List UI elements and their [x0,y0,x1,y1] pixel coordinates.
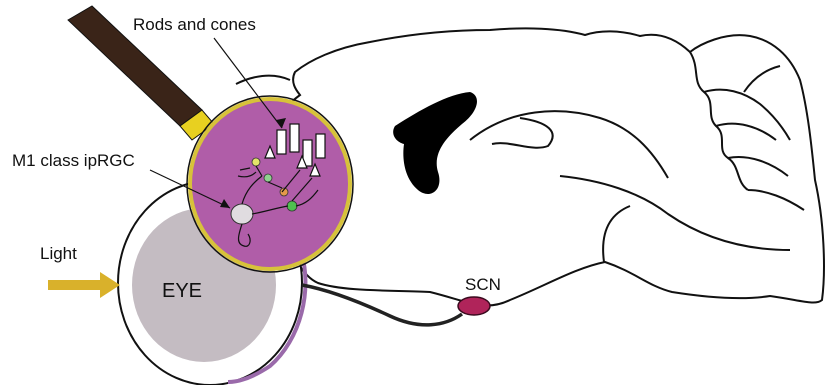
light-arrow [48,272,120,298]
eye-label: EYE [162,280,202,302]
pons-curve [603,206,630,262]
ipRGC-soma [231,204,253,224]
scn-nucleus [458,297,490,315]
rods-and-cones-label: Rods and cones [133,15,256,34]
bipolar-cell-green [264,174,272,182]
lateral-ventricle [393,92,477,194]
rod-2 [290,124,299,152]
hippocampus-curve [470,111,668,178]
brain-outline [269,28,824,305]
magnifier-lens [190,99,350,269]
rod-4 [316,134,325,158]
ipRGC-label: M1 class ipRGC [12,151,135,170]
light-label: Light [40,244,77,263]
cerebellum-folds [690,52,804,210]
bipolar-cell-yellow [252,158,260,166]
amacrine-cell-green [287,201,297,211]
scn-label: SCN [465,275,501,294]
brainstem-curve [560,176,790,250]
rod-1 [277,130,286,154]
